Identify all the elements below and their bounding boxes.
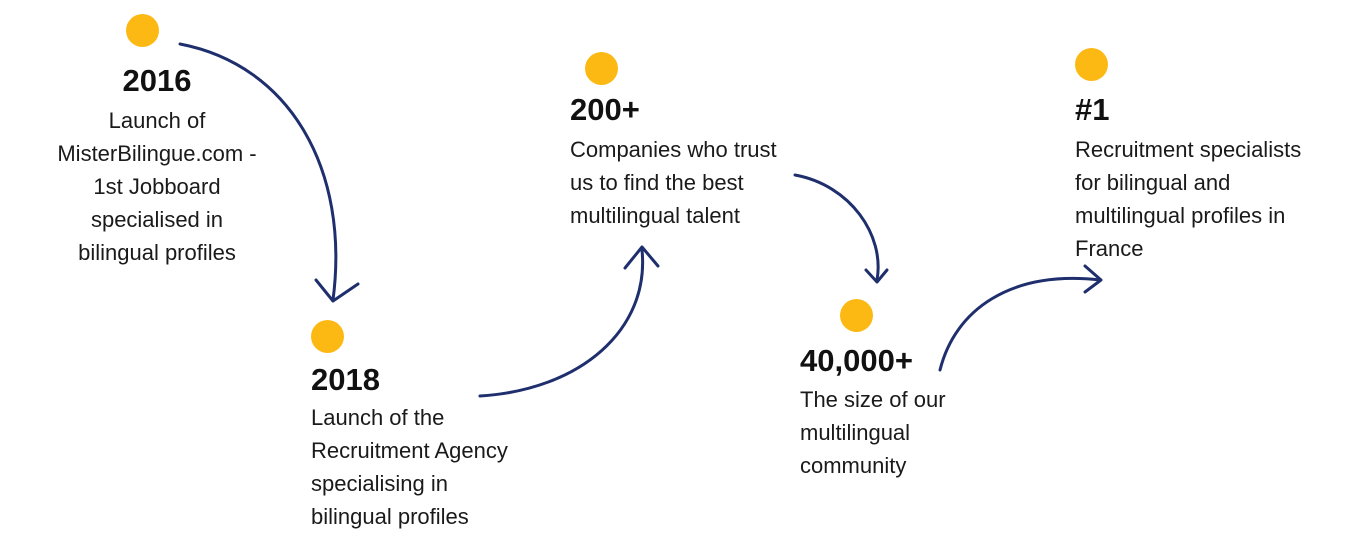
milestone-community: 40,000+ The size of our multilingual com… xyxy=(800,343,946,482)
milestone-text-line: Launch of the xyxy=(311,405,445,430)
milestone-headline: #1 xyxy=(1075,92,1110,127)
milestone-text-line: us to find the best xyxy=(570,170,744,195)
milestone-dot-rank xyxy=(1075,48,1108,81)
milestone-text-line: France xyxy=(1075,236,1144,261)
arrow-40000-to-1 xyxy=(938,264,1103,372)
milestone-2016: 2016 Launch of MisterBilingue.com - 1st … xyxy=(37,63,277,269)
milestone-dot-community xyxy=(840,299,873,332)
milestone-text-line: Recruitment specialists xyxy=(1075,137,1302,162)
milestone-text-line: multilingual xyxy=(800,420,911,445)
milestone-text-line: 1st Jobboard xyxy=(93,174,221,199)
milestone-text-line: community xyxy=(800,453,907,478)
milestone-text-line: The size of our xyxy=(800,387,946,412)
milestone-headline: 2016 xyxy=(122,63,192,98)
milestone-text-line: specialised in xyxy=(90,207,224,232)
milestone-text-line: Launch of xyxy=(108,108,206,133)
milestone-text-line: bilingual profiles xyxy=(311,504,469,529)
arrow-2018-to-200 xyxy=(478,245,660,398)
milestone-text-line: for bilingual and xyxy=(1075,170,1231,195)
arrow-200-to-40000 xyxy=(793,173,889,284)
milestone-text-line: Recruitment Agency xyxy=(311,438,508,463)
arrow-2016-to-2018 xyxy=(178,42,360,303)
milestone-headline: 200+ xyxy=(570,92,640,127)
milestone-headline: 40,000+ xyxy=(800,343,913,378)
milestone-text-line: Companies who trust xyxy=(570,137,777,162)
milestone-text-line: multilingual profiles in xyxy=(1075,203,1286,228)
milestone-text-line: MisterBilingue.com - xyxy=(57,141,257,166)
milestone-companies: 200+ Companies who trust us to find the … xyxy=(570,92,777,232)
milestone-text-line: specialising in xyxy=(311,471,448,496)
milestone-text-line: bilingual profiles xyxy=(78,240,236,265)
milestone-2018: 2018 Launch of the Recruitment Agency sp… xyxy=(311,362,508,533)
milestone-dot-2018 xyxy=(311,320,344,353)
milestone-headline: 2018 xyxy=(311,362,380,397)
milestone-dot-companies xyxy=(585,52,618,85)
milestone-dot-2016 xyxy=(126,14,159,47)
milestone-text-line: multilingual talent xyxy=(570,203,740,228)
milestone-rank: #1 Recruitment specialists for bilingual… xyxy=(1075,92,1301,265)
